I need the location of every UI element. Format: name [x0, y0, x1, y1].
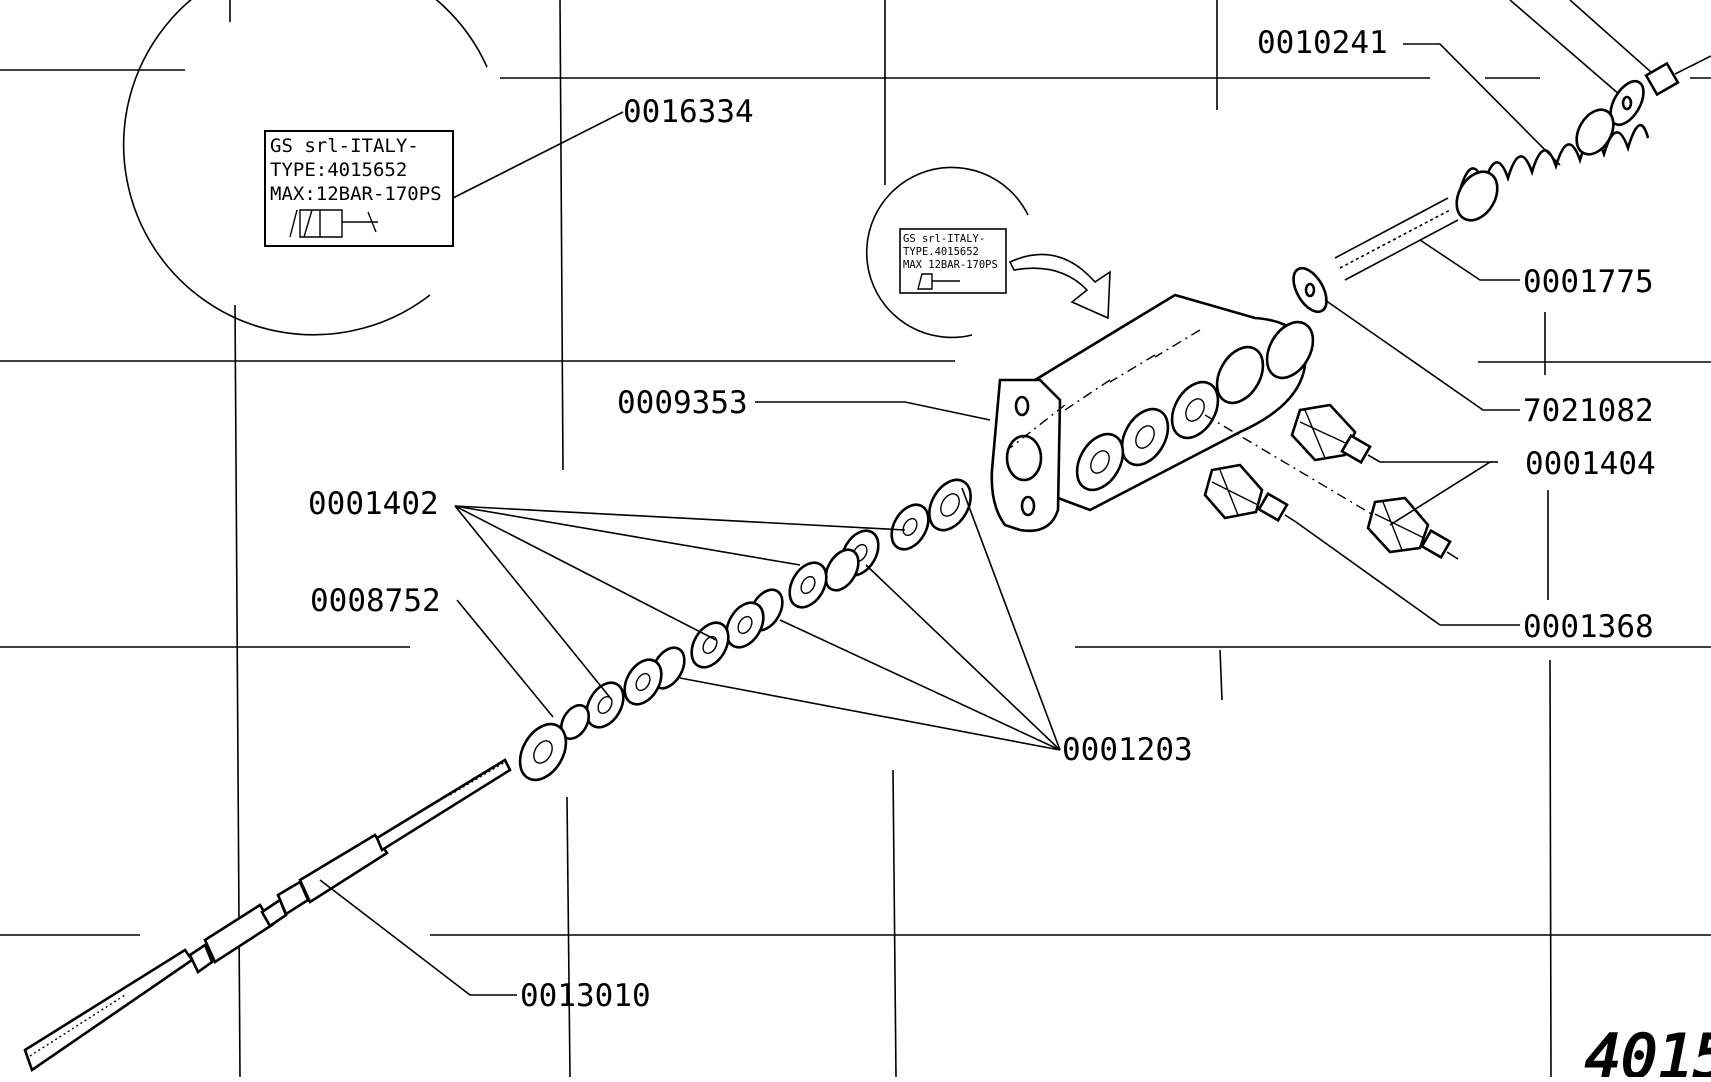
curved-arrow-icon [1008, 253, 1111, 320]
plate-small-line-3: MAX 12BAR-170PS [903, 259, 998, 271]
nameplate-detail-small: GS srl-ITALY- TYPE.4015652 MAX 12BAR-170… [865, 166, 1111, 339]
label-0001404: 0001404 [1525, 446, 1656, 482]
part-number-labels: 0010241 0016334 0001775 7021082 0009353 … [308, 25, 1656, 1014]
threaded-rod [23, 758, 512, 1073]
fitting-middle [1203, 463, 1297, 523]
nameplate-detail-large: GS srl-ITALY- TYPE:4015652 MAX:12BAR-170… [122, 0, 488, 336]
spring-assembly [1292, 0, 1711, 314]
label-0001203: 0001203 [1062, 732, 1193, 768]
label-0001402: 0001402 [308, 486, 439, 522]
drawing-number: 4015 [1585, 1022, 1711, 1077]
plate-small-line-2: TYPE.4015652 [903, 246, 979, 258]
label-0001775: 0001775 [1523, 264, 1654, 300]
label-0013010: 0013010 [520, 978, 651, 1014]
large-spring [1455, 108, 1650, 222]
label-0010241: 0010241 [1257, 25, 1388, 61]
label-0016334: 0016334 [623, 94, 754, 130]
valve-symbol-icon [289, 209, 378, 238]
leader-lines [319, 43, 1561, 996]
label-0008752: 0008752 [310, 583, 441, 619]
plate-line-1: GS srl-ITALY- [270, 135, 419, 157]
plate-line-3: MAX:12BAR-170PS [270, 183, 442, 205]
spacer-stack [518, 478, 972, 782]
small-spring [1334, 197, 1459, 281]
label-0001368: 0001368 [1523, 609, 1654, 645]
fitting-bottom [1366, 496, 1459, 560]
label-7021082: 7021082 [1523, 393, 1654, 429]
plate-line-2: TYPE:4015652 [270, 159, 407, 181]
label-0009353: 0009353 [617, 385, 748, 421]
plate-small-line-1: GS srl-ITALY- [903, 233, 985, 245]
valve-body [990, 293, 1391, 533]
fitting-top [1290, 403, 1381, 465]
